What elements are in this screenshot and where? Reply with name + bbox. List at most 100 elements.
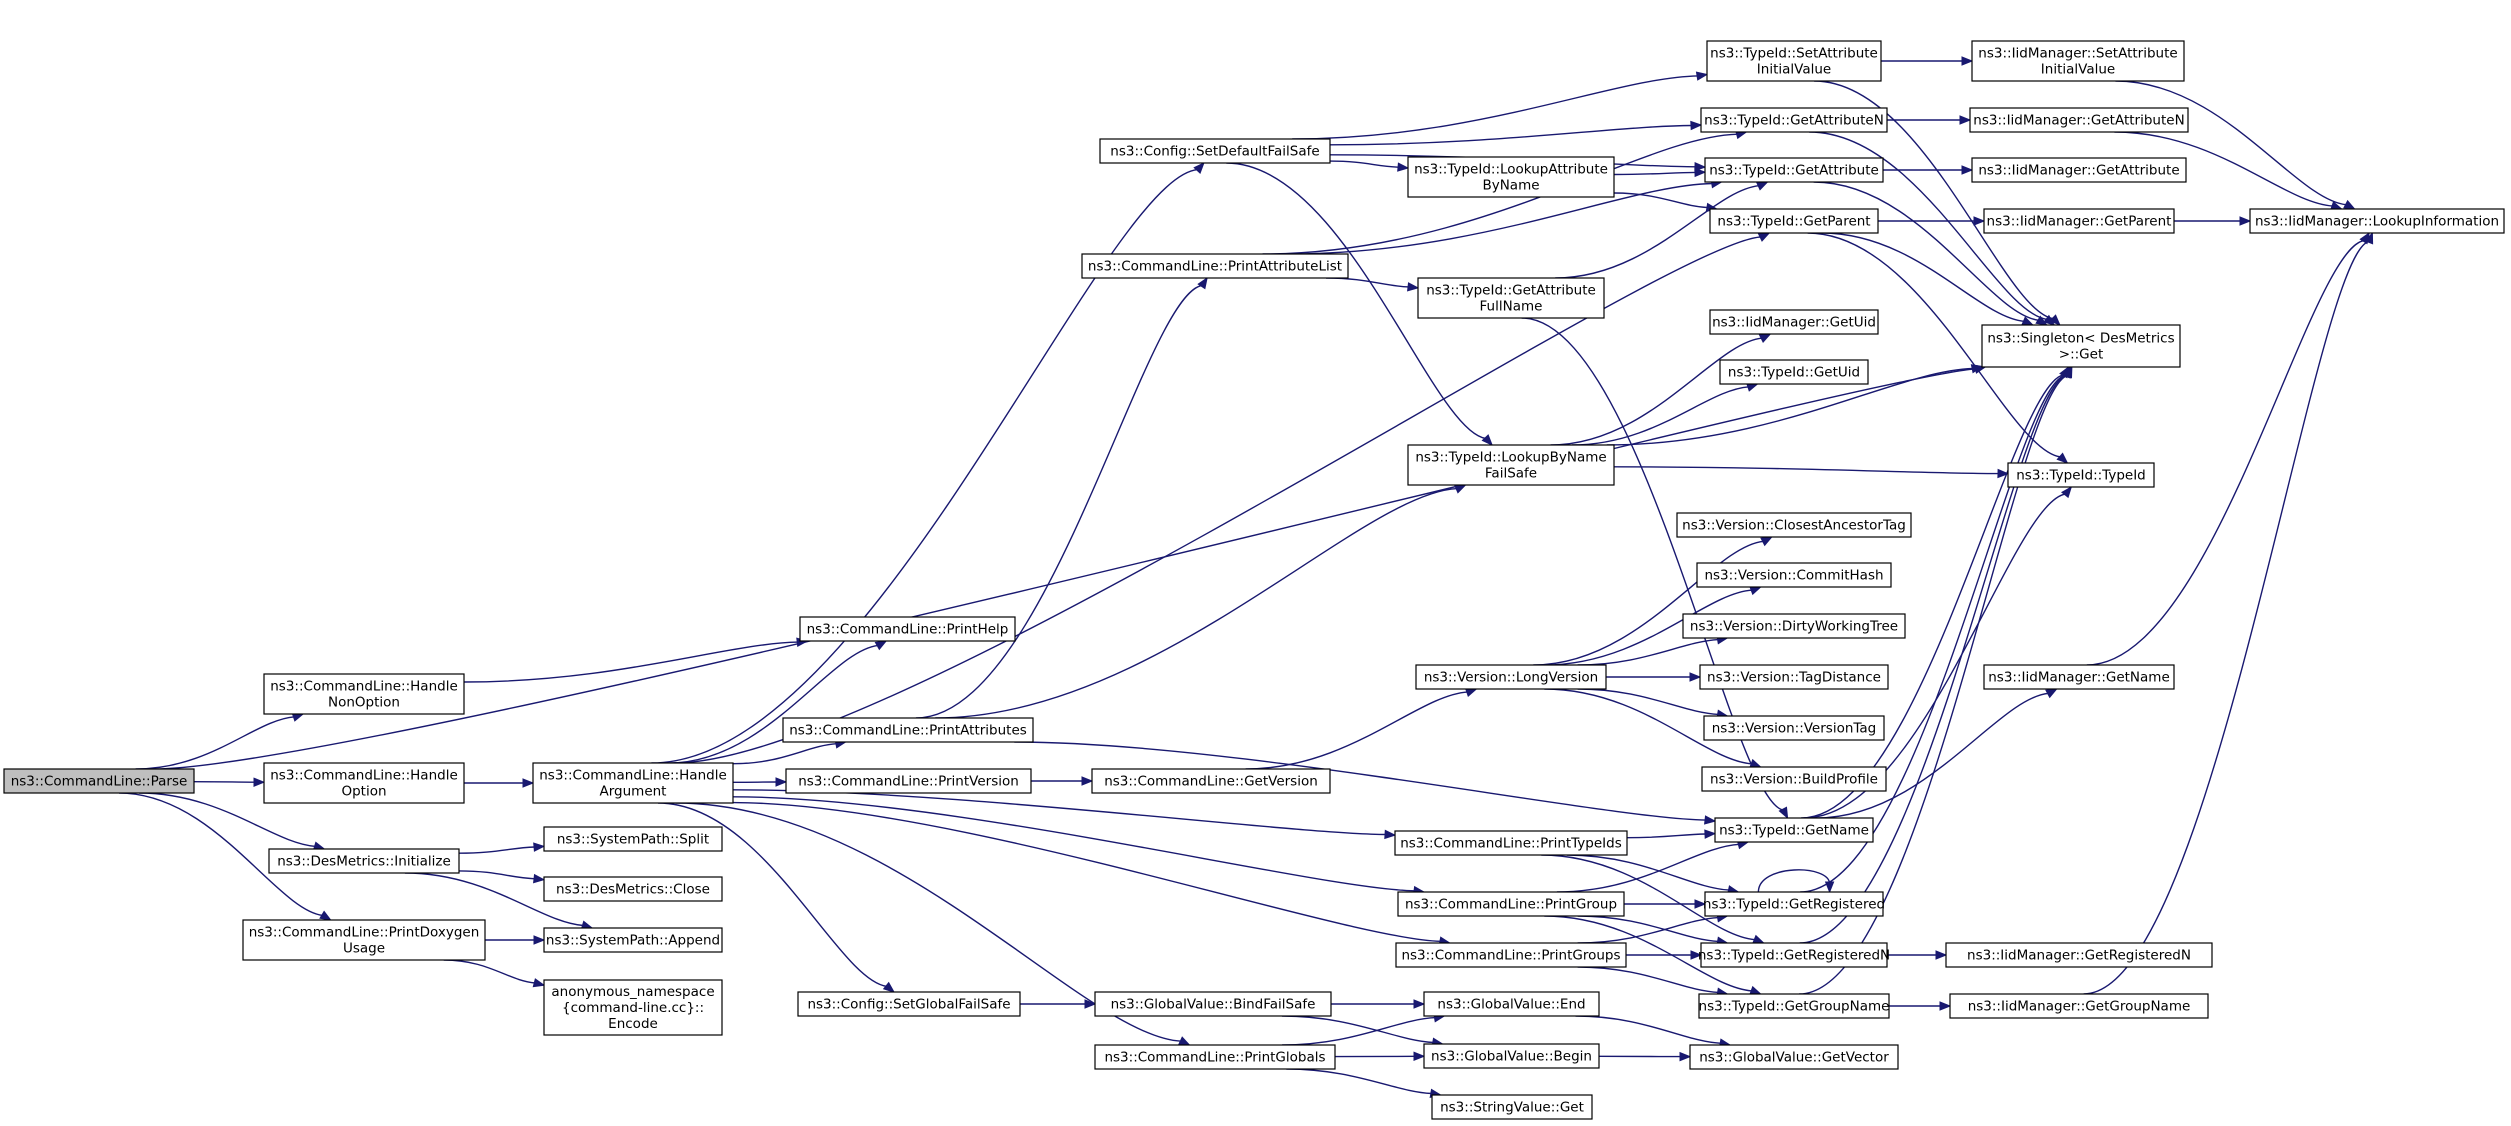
node-label: InitialValue	[2041, 62, 2115, 78]
edge-getGroupName-to-iidGetGroupName	[1889, 1001, 1952, 1011]
node-commitHash[interactable]: ns3::Version::CommitHash	[1696, 562, 1892, 588]
node-closestTag[interactable]: ns3::Version::ClosestAncestorTag	[1676, 512, 1912, 538]
arrowhead-icon	[1464, 687, 1478, 697]
node-desClose[interactable]: ns3::DesMetrics::Close	[543, 876, 723, 902]
node-printHelp[interactable]: ns3::CommandLine::PrintHelp	[799, 616, 1016, 642]
node-tagDistance[interactable]: ns3::Version::TagDistance	[1699, 664, 1889, 690]
node-printAttributeList[interactable]: ns3::CommandLine::PrintAttributeList	[1081, 253, 1349, 279]
node-typeGetName[interactable]: ns3::TypeId::GetName	[1714, 817, 1874, 843]
node-printGroups[interactable]: ns3::CommandLine::PrintGroups	[1395, 942, 1627, 968]
node-label: ns3::Version::CommitHash	[1704, 568, 1883, 584]
edge-printDoxygen-to-sysAppend	[485, 935, 546, 945]
node-iidGetAttribute[interactable]: ns3::IidManager::GetAttribute	[1971, 157, 2187, 183]
node-getAttribute[interactable]: ns3::TypeId::GetAttribute	[1704, 157, 1884, 183]
node-iidGetUid[interactable]: ns3::IidManager::GetUid	[1709, 309, 1879, 335]
edge-line	[1803, 493, 2066, 819]
arrowhead-icon	[1758, 333, 1772, 343]
node-box	[1091, 768, 1331, 794]
node-getParent[interactable]: ns3::TypeId::GetParent	[1709, 208, 1879, 234]
node-getRegisteredN[interactable]: ns3::TypeId::GetRegisteredN	[1698, 942, 1890, 968]
arrowhead-icon	[2364, 231, 2374, 245]
node-iidSetAttrInitial[interactable]: ns3::IidManager::SetAttributeInitialValu…	[1971, 40, 2185, 82]
edge-line	[1613, 171, 1697, 176]
node-printGroup[interactable]: ns3::CommandLine::PrintGroup	[1397, 891, 1625, 917]
edge-line	[732, 789, 1387, 836]
edge-line	[1566, 854, 1730, 891]
node-printGlobals[interactable]: ns3::CommandLine::PrintGlobals	[1094, 1044, 1336, 1070]
node-desInit[interactable]: ns3::DesMetrics::Initialize	[268, 848, 460, 874]
node-setGlobalFailSafe[interactable]: ns3::Config::SetGlobalFailSafe	[797, 991, 1021, 1017]
node-getAttributeN[interactable]: ns3::TypeId::GetAttributeN	[1700, 107, 1888, 133]
arrowhead-icon	[2061, 485, 2073, 499]
node-box	[263, 673, 465, 715]
node-gvBegin[interactable]: ns3::GlobalValue::Begin	[1423, 1043, 1600, 1069]
edge-handleArgument-to-printGroups	[732, 801, 1452, 946]
node-buildProfile[interactable]: ns3::Version::BuildProfile	[1701, 766, 1887, 792]
edge-parse-to-printDoxygen	[118, 792, 332, 921]
node-sysSplit[interactable]: ns3::SystemPath::Split	[543, 826, 723, 852]
arrowhead-icon	[1084, 999, 1097, 1009]
node-getGroupName[interactable]: ns3::TypeId::GetGroupName	[1698, 993, 1890, 1019]
node-iidLookupInfo[interactable]: ns3::IidManager::LookupInformation	[2249, 208, 2505, 234]
node-longVersion[interactable]: ns3::Version::LongVersion	[1415, 664, 1607, 690]
node-label: ns3::GlobalValue::GetVector	[1699, 1050, 1889, 1066]
node-gvGetVector[interactable]: ns3::GlobalValue::GetVector	[1689, 1044, 1899, 1070]
node-printAttributes[interactable]: ns3::CommandLine::PrintAttributes	[782, 717, 1034, 743]
node-typeIdCtor[interactable]: ns3::TypeId::TypeId	[2007, 462, 2155, 488]
node-bindFailSafe[interactable]: ns3::GlobalValue::BindFailSafe	[1094, 991, 1332, 1017]
node-gvEnd[interactable]: ns3::GlobalValue::End	[1423, 991, 1600, 1017]
arrowhead-icon	[1760, 536, 1773, 547]
node-label: ns3::TypeId::TypeId	[2016, 468, 2146, 484]
edge-line	[135, 716, 295, 770]
arrowhead-icon	[1413, 999, 1426, 1009]
node-typeGetUid[interactable]: ns3::TypeId::GetUid	[1719, 359, 1869, 385]
node-label: ns3::TypeId::LookupAttribute	[1414, 162, 1608, 178]
edge-line	[732, 743, 837, 765]
node-iidGetRegisteredN[interactable]: ns3::IidManager::GetRegisteredN	[1945, 942, 2213, 968]
node-iidGetParent[interactable]: ns3::IidManager::GetParent	[1983, 208, 2175, 234]
node-iidGetName[interactable]: ns3::IidManager::GetName	[1983, 664, 2175, 690]
node-iidGetGroupName[interactable]: ns3::IidManager::GetGroupName	[1949, 993, 2209, 1019]
node-dirtyTree[interactable]: ns3::Version::DirtyWorkingTree	[1682, 613, 1906, 639]
edge-setDefaultFailSafe-to-setAttrInitial	[1292, 71, 1709, 140]
arrowhead-icon	[1397, 162, 1410, 172]
node-printVersion[interactable]: ns3::CommandLine::PrintVersion	[785, 768, 1032, 794]
node-iidGetAttributeN[interactable]: ns3::IidManager::GetAttributeN	[1969, 107, 2189, 133]
edge-line	[657, 802, 888, 988]
edge-iidGetParent-to-iidLookupInfo	[2174, 216, 2252, 226]
node-getRegistered[interactable]: ns3::TypeId::GetRegistered	[1703, 891, 1885, 917]
node-anonEncode[interactable]: anonymous_namespace{command-line.cc}::En…	[543, 979, 723, 1036]
node-label: ns3::TypeId::GetGroupName	[1699, 999, 1890, 1015]
node-stringValueGet[interactable]: ns3::StringValue::Get	[1431, 1094, 1593, 1120]
arrowhead-icon	[2056, 452, 2069, 464]
arrowhead-icon	[1453, 484, 1467, 494]
edge-lookupByNameFailSafe-to-typeIdCtor	[1613, 466, 2010, 479]
edge-handleArgument-to-setDefaultFailSafe	[651, 162, 1205, 764]
node-box	[532, 762, 734, 804]
node-printTypeIds[interactable]: ns3::CommandLine::PrintTypeIds	[1394, 830, 1628, 856]
node-label: ns3::TypeId::GetAttribute	[1709, 163, 1879, 179]
edge-line	[1577, 688, 1719, 716]
edge-getVersion-to-longVersion	[1245, 687, 1478, 770]
node-getVersion[interactable]: ns3::CommandLine::GetVersion	[1091, 768, 1331, 794]
node-box	[1682, 613, 1906, 639]
edge-line	[1821, 232, 2025, 323]
node-label: ns3::IidManager::GetAttribute	[1978, 163, 2179, 179]
node-singletonGet[interactable]: ns3::Singleton< DesMetrics>::Get	[1981, 324, 2181, 368]
arrowhead-icon	[1961, 56, 1974, 66]
node-setDefaultFailSafe[interactable]: ns3::Config::SetDefaultFailSafe	[1099, 138, 1331, 164]
node-parse[interactable]: ns3::CommandLine::Parse	[3, 768, 195, 794]
node-box	[268, 848, 460, 874]
node-label: ns3::CommandLine::Handle	[270, 768, 458, 784]
node-versionTag[interactable]: ns3::Version::VersionTag	[1703, 715, 1885, 741]
node-label: ns3::TypeId::LookupByName	[1415, 450, 1606, 466]
node-sysAppend[interactable]: ns3::SystemPath::Append	[543, 927, 723, 953]
